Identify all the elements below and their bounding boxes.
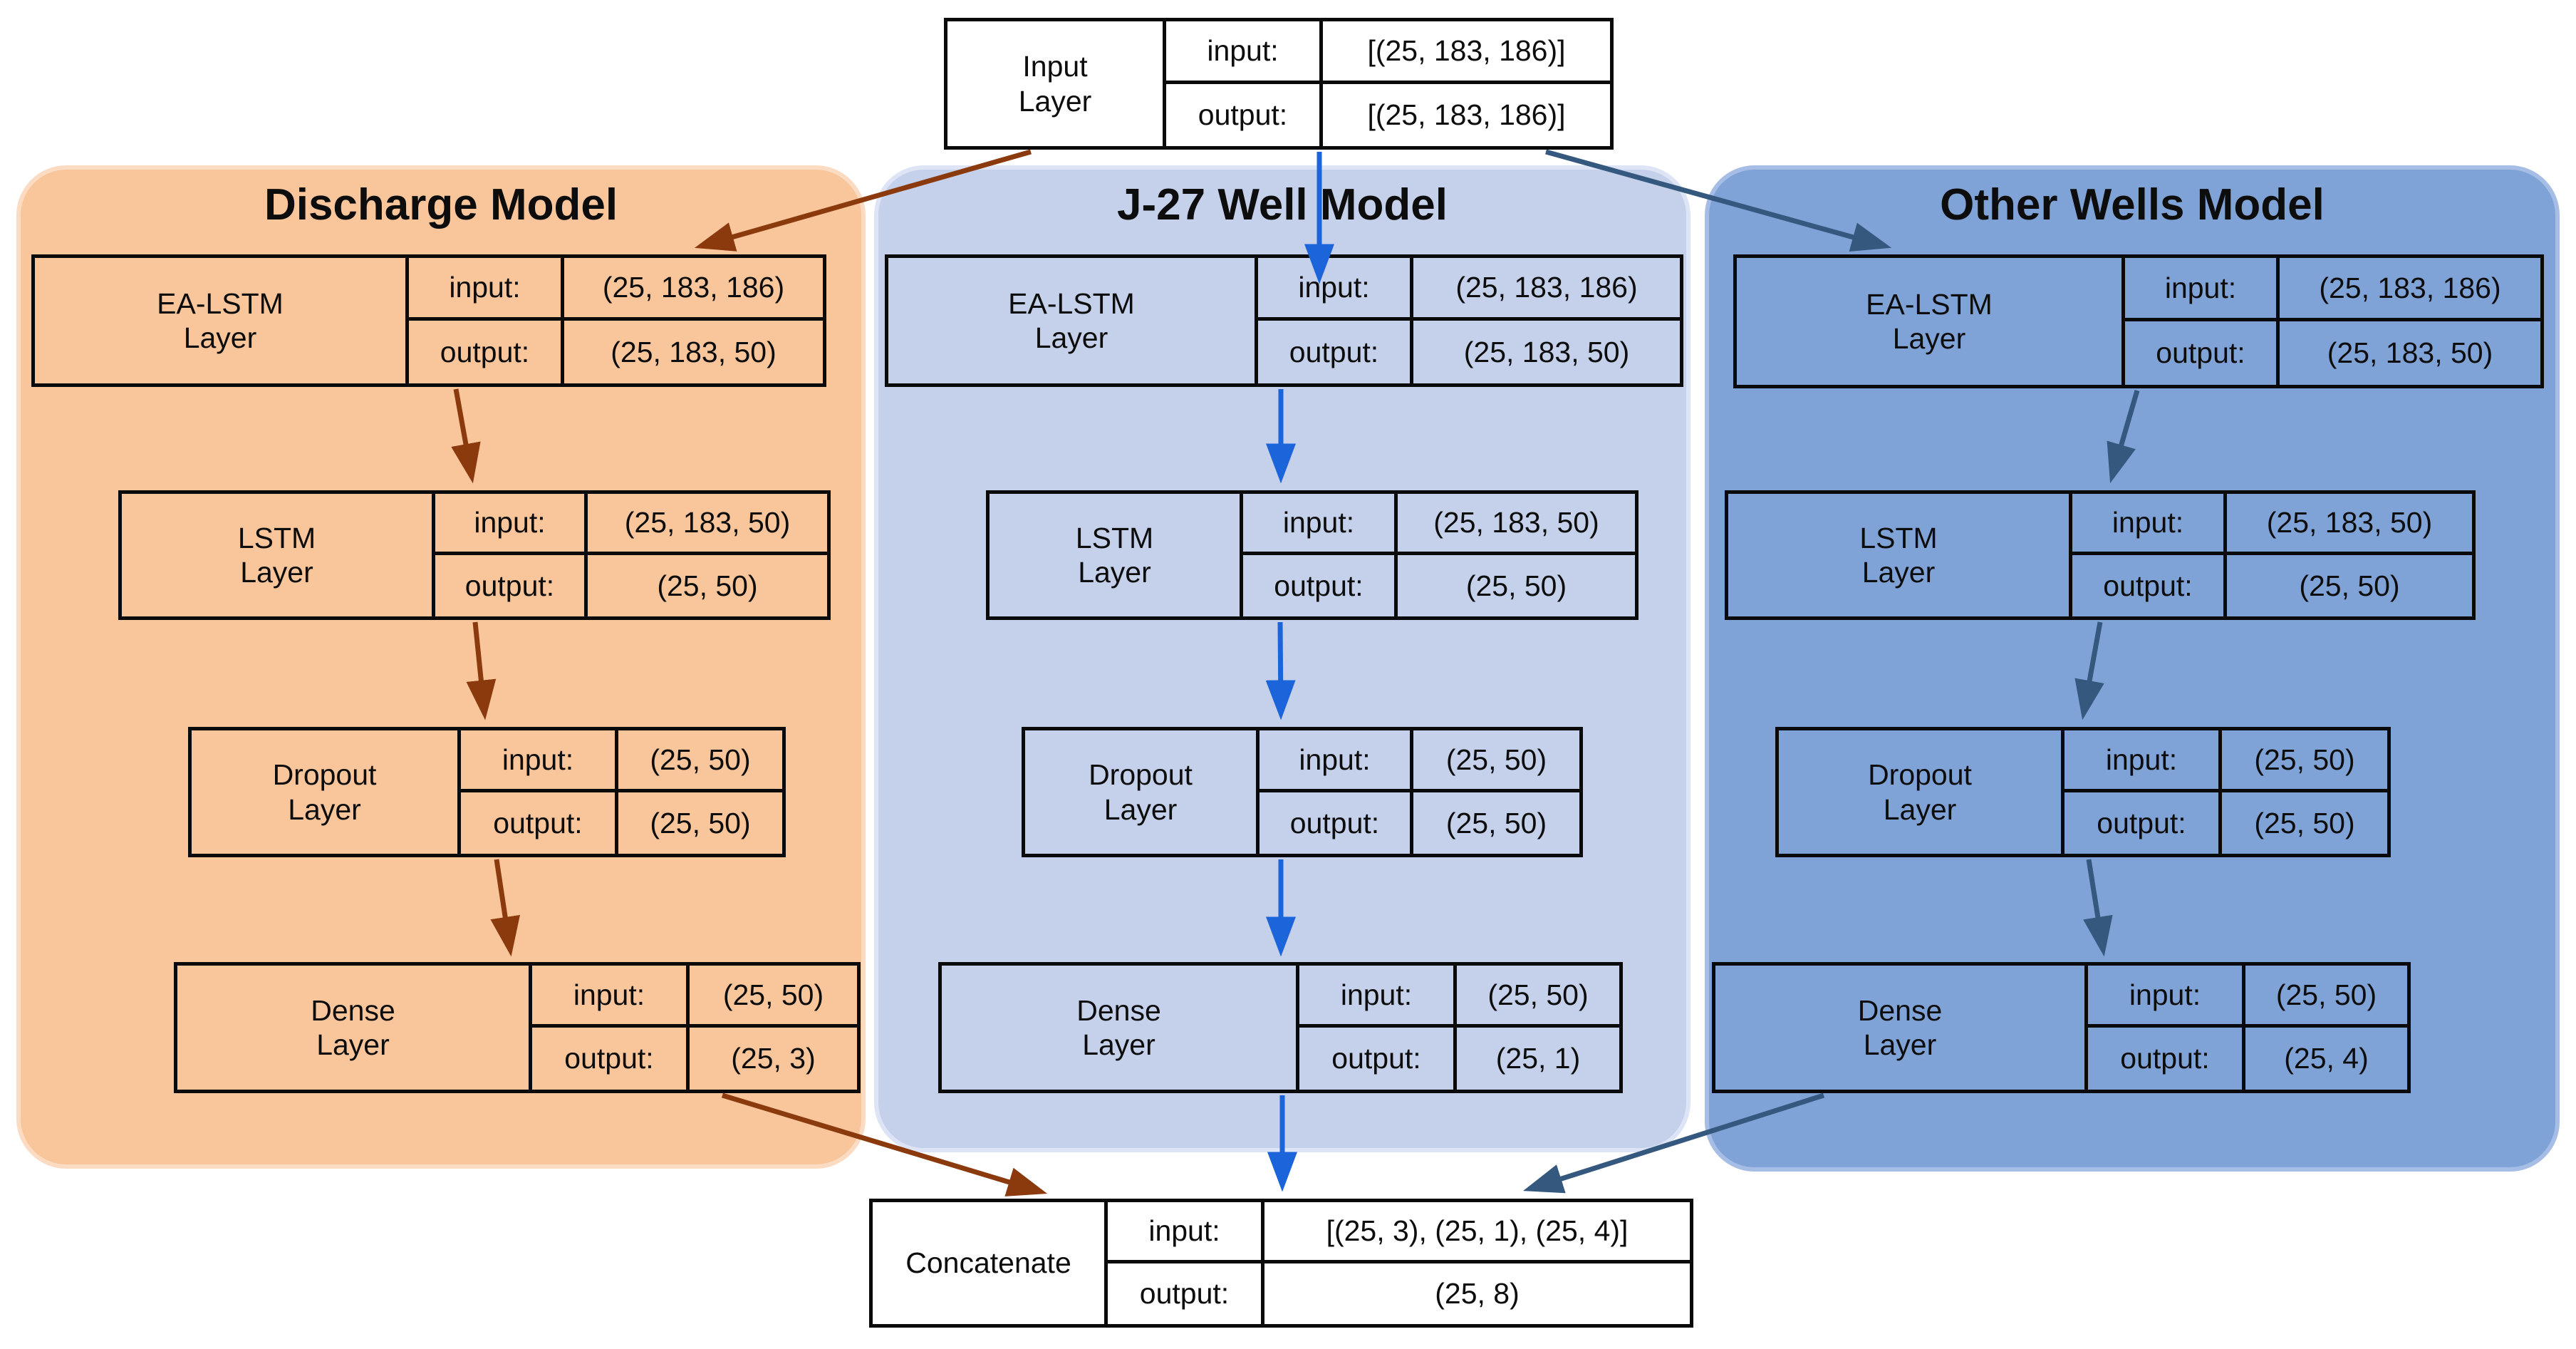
output-label: output: <box>1299 1028 1457 1090</box>
input-shape: (25, 183, 50) <box>588 494 827 555</box>
layer-name: Dropout Layer <box>192 730 461 854</box>
j27-dropout-box: Dropout Layer input: (25, 50) output: (2… <box>1022 727 1583 857</box>
layer-name: Dense Layer <box>177 966 532 1090</box>
layer-name: Dense Layer <box>942 966 1299 1090</box>
discharge-model-title: Discharge Model <box>264 180 618 229</box>
input-shape: (25, 183, 186) <box>564 258 823 321</box>
output-shape: (25, 50) <box>2299 569 2400 602</box>
output-label: output: <box>2088 1028 2245 1090</box>
output-label: output: <box>461 792 618 854</box>
layer-name: LSTM Layer <box>1728 494 2072 616</box>
other-wells-model-title: Other Wells Model <box>1940 180 2325 229</box>
output-label: output: <box>1243 555 1398 616</box>
discharge-dense-box: Dense Layer input: (25, 50) output: (25,… <box>174 962 861 1093</box>
input-label: input: <box>409 258 564 321</box>
output-label: output: <box>409 321 564 383</box>
input-label: input: <box>1258 258 1413 321</box>
output-label: output: <box>532 1028 690 1090</box>
output-label: output: <box>2125 321 2280 385</box>
input-label: input: <box>1166 21 1323 84</box>
input-label: input: <box>1108 1202 1264 1263</box>
input-layer-name: Input Layer <box>947 21 1166 146</box>
input-label: input: <box>1299 966 1457 1028</box>
output-label: output: <box>435 555 588 616</box>
input-shape: (25, 50) <box>618 730 782 792</box>
layer-name: Dropout Layer <box>1779 730 2065 854</box>
input-shape: (25, 183, 50) <box>2227 494 2472 555</box>
output-shape: (25, 50) <box>650 806 751 839</box>
j27-well-model-title: J-27 Well Model <box>1117 180 1448 229</box>
input-label: input: <box>532 966 690 1028</box>
input-label: input: <box>1260 730 1413 792</box>
discharge-ea-lstm-box: EA-LSTM Layer input: (25, 183, 186) outp… <box>31 254 826 387</box>
output-shape: (25, 1) <box>1495 1042 1581 1075</box>
others-dropout-box: Dropout Layer input: (25, 50) output: (2… <box>1775 727 2391 857</box>
layer-name: Dropout Layer <box>1025 730 1260 854</box>
layer-name: Dense Layer <box>1715 966 2088 1090</box>
concatenate-input-shape: [(25, 3), (25, 1), (25, 4)] <box>1264 1202 1690 1263</box>
output-shape: (25, 183, 50) <box>611 335 777 368</box>
concatenate-output-shape: (25, 8) <box>1435 1277 1520 1311</box>
layer-name: EA-LSTM Layer <box>35 258 409 383</box>
output-shape: (25, 183, 50) <box>1463 335 1630 368</box>
output-label: output: <box>1260 792 1413 854</box>
layer-name: LSTM Layer <box>990 494 1243 616</box>
others-ea-lstm-box: EA-LSTM Layer input: (25, 183, 186) outp… <box>1733 254 2544 388</box>
output-shape: (25, 50) <box>2254 806 2355 839</box>
input-label: input: <box>2088 966 2245 1028</box>
discharge-lstm-box: LSTM Layer input: (25, 183, 50) output: … <box>118 490 831 620</box>
discharge-dropout-box: Dropout Layer input: (25, 50) output: (2… <box>188 727 786 857</box>
output-label: output: <box>2065 792 2222 854</box>
input-shape: (25, 50) <box>2245 966 2407 1028</box>
concatenate-box: Concatenate input: [(25, 3), (25, 1), (2… <box>869 1199 1693 1328</box>
output-label: output: <box>1108 1263 1264 1324</box>
input-layer-input-shape: [(25, 183, 186)] <box>1323 21 1610 84</box>
output-label: output: <box>1166 83 1323 146</box>
input-shape: (25, 183, 186) <box>1413 258 1680 321</box>
input-shape: (25, 183, 50) <box>1398 494 1635 555</box>
input-label: input: <box>435 494 588 555</box>
input-shape: (25, 50) <box>1457 966 1619 1028</box>
j27-dense-box: Dense Layer input: (25, 50) output: (25,… <box>938 962 1623 1093</box>
layer-name: LSTM Layer <box>122 494 435 616</box>
input-label: input: <box>2065 730 2222 792</box>
others-dense-box: Dense Layer input: (25, 50) output: (25,… <box>1712 962 2411 1093</box>
input-shape: (25, 50) <box>1413 730 1579 792</box>
output-shape: (25, 3) <box>731 1042 816 1075</box>
input-shape: (25, 50) <box>2222 730 2387 792</box>
input-shape: (25, 183, 186) <box>2280 258 2540 321</box>
j27-lstm-box: LSTM Layer input: (25, 183, 50) output: … <box>986 490 1638 620</box>
input-label: input: <box>461 730 618 792</box>
j27-ea-lstm-box: EA-LSTM Layer input: (25, 183, 186) outp… <box>885 254 1683 387</box>
output-label: output: <box>2072 555 2227 616</box>
output-shape: (25, 4) <box>2284 1042 2369 1075</box>
output-shape: (25, 50) <box>1445 806 1547 839</box>
input-layer-output-shape: [(25, 183, 186)] <box>1367 98 1566 132</box>
output-shape: (25, 50) <box>1465 569 1567 602</box>
input-shape: (25, 50) <box>690 966 857 1028</box>
others-lstm-box: LSTM Layer input: (25, 183, 50) output: … <box>1725 490 2476 620</box>
input-layer-box: Input Layer input: [(25, 183, 186)] outp… <box>944 18 1614 150</box>
output-shape: (25, 50) <box>657 569 758 602</box>
layer-name: EA-LSTM Layer <box>1737 258 2125 385</box>
concatenate-name: Concatenate <box>873 1202 1108 1324</box>
output-label: output: <box>1258 321 1413 383</box>
input-label: input: <box>2072 494 2227 555</box>
input-label: input: <box>1243 494 1398 555</box>
output-shape: (25, 183, 50) <box>2327 336 2493 370</box>
input-label: input: <box>2125 258 2280 321</box>
layer-name: EA-LSTM Layer <box>888 258 1258 383</box>
